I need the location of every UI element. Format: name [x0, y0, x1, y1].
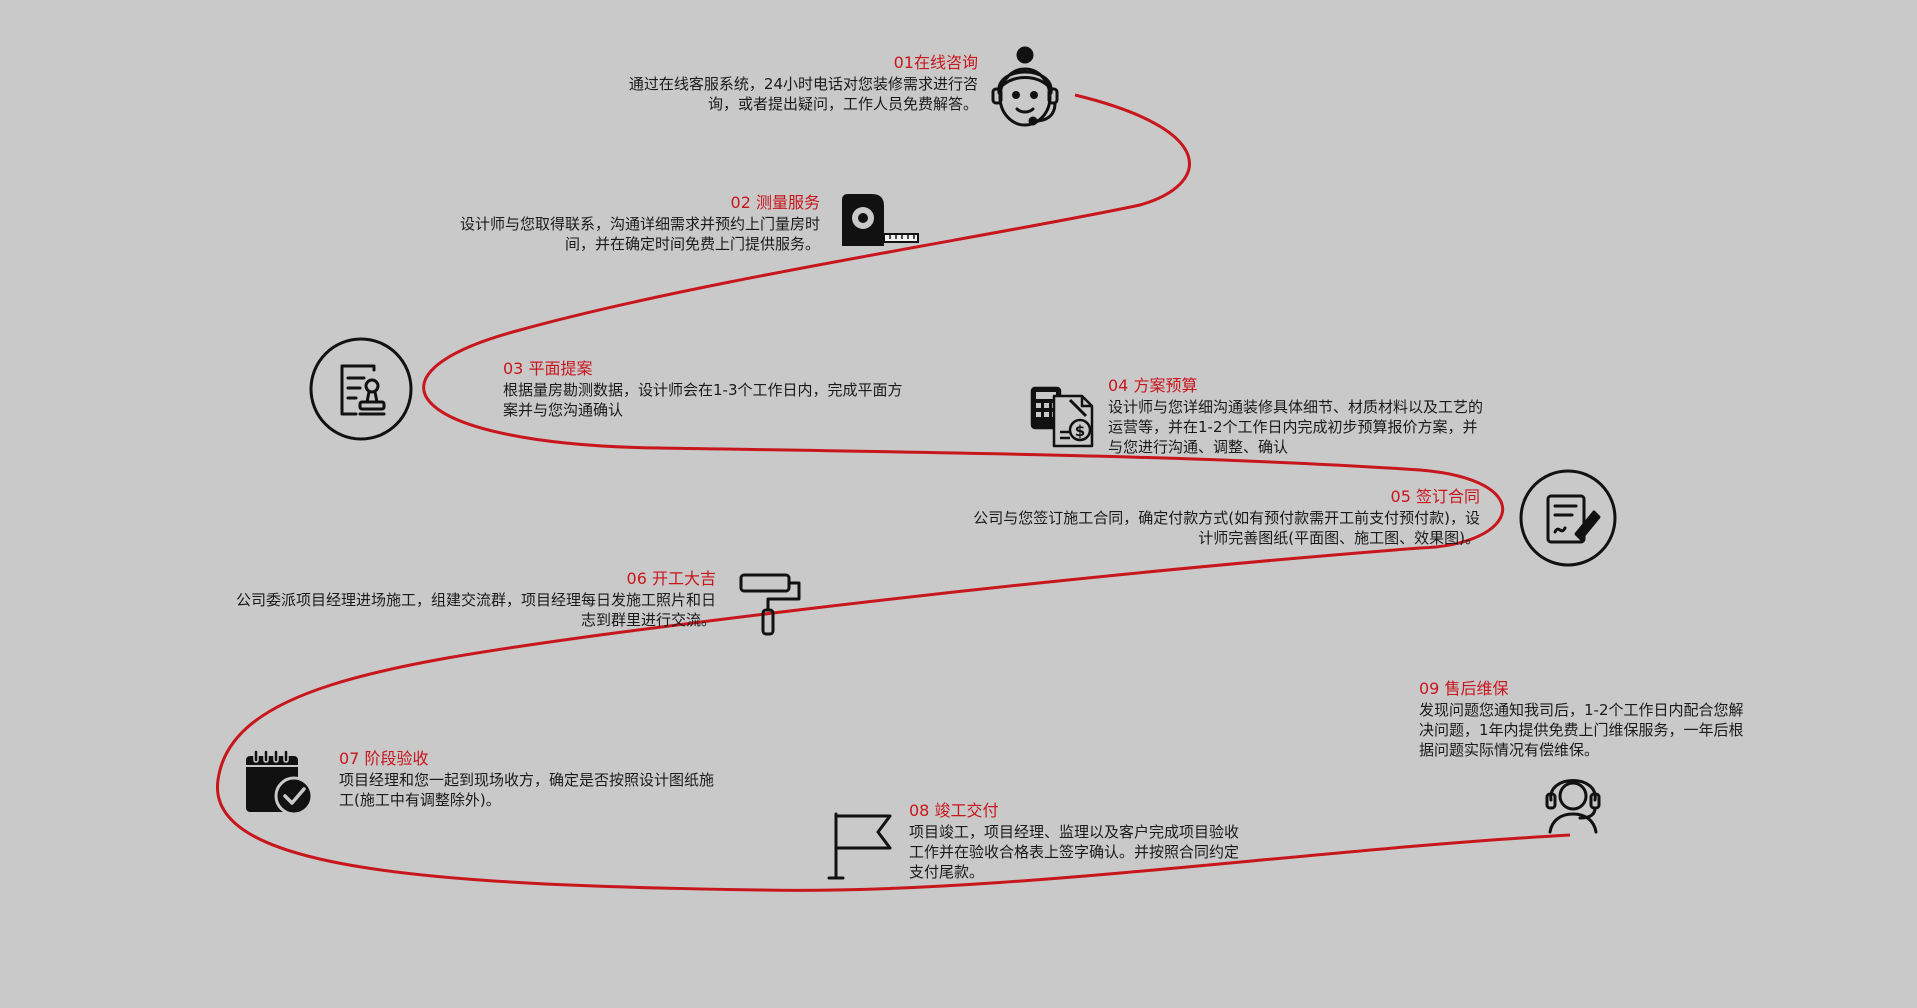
step-desc: 项目经理和您一起到现场收方，确定是否按照设计图纸施工(施工中有调整除外)。 — [339, 771, 715, 809]
step-desc: 设计师与您取得联系，沟通详细需求并预约上门量房时间，并在确定时间免费上门提供服务… — [459, 215, 820, 253]
step-01: 01在线咨询 通过在线客服系统，24小时电话对您装修需求进行咨询，或者提出疑问，… — [610, 52, 978, 114]
flag-icon — [826, 810, 896, 882]
step-title: 01在线咨询 — [893, 53, 978, 72]
step-desc: 发现问题您通知我司后，1-2个工作日内配合您解决问题，1年内提供免费上门维保服务… — [1419, 701, 1744, 759]
budget-calculator-icon: $ — [1030, 386, 1096, 448]
step-title: 02 测量服务 — [730, 193, 820, 212]
step-title: 09 售后维保 — [1419, 679, 1509, 698]
step-title: 08 竣工交付 — [909, 801, 999, 820]
document-stamp-icon — [308, 336, 414, 442]
step-title: 07 阶段验收 — [339, 749, 429, 768]
step-06: 06 开工大吉 公司委派项目经理进场施工，组建交流群，项目经理每日发施工照片和日… — [222, 568, 716, 630]
process-curve — [216, 93, 1571, 892]
contract-sign-icon — [1518, 468, 1618, 568]
calendar-check-icon — [244, 749, 316, 816]
step-02: 02 测量服务 设计师与您取得联系，沟通详细需求并预约上门量房时间，并在确定时间… — [440, 192, 820, 254]
headset-support-icon — [1540, 766, 1606, 834]
step-05: 05 签订合同 公司与您签订施工合同，确定付款方式(如有预付款需开工前支付预付款… — [972, 486, 1480, 548]
step-title: 06 开工大吉 — [626, 569, 716, 588]
step-desc: 公司与您签订施工合同，确定付款方式(如有预付款需开工前支付预付款)，设计师完善图… — [973, 509, 1480, 547]
step-desc: 公司委派项目经理进场施工，组建交流群，项目经理每日发施工照片和日志到群里进行交流… — [235, 591, 716, 629]
step-desc: 设计师与您详细沟通装修具体细节、材质材料以及工艺的运营等，并在1-2个工作日内完… — [1108, 398, 1484, 456]
step-09: 09 售后维保 发现问题您通知我司后，1-2个工作日内配合您解决问题，1年内提供… — [1419, 678, 1744, 760]
step-desc: 通过在线客服系统，24小时电话对您装修需求进行咨询，或者提出疑问，工作人员免费解… — [628, 75, 978, 113]
step-title: 05 签订合同 — [1390, 487, 1480, 506]
tape-measure-icon — [838, 190, 920, 250]
step-03: 03 平面提案 根据量房勘测数据，设计师会在1-3个工作日内，完成平面方案并与您… — [503, 358, 903, 420]
step-desc: 项目竣工，项目经理、监理以及客户完成项目验收工作并在验收合格表上签字确认。并按照… — [909, 823, 1240, 881]
svg-text:$: $ — [1075, 422, 1085, 440]
step-title: 03 平面提案 — [503, 359, 593, 378]
step-title: 04 方案预算 — [1108, 376, 1198, 395]
paint-roller-icon — [738, 572, 804, 636]
step-04: 04 方案预算 设计师与您详细沟通装修具体细节、材质材料以及工艺的运营等，并在1… — [1108, 375, 1488, 457]
step-desc: 根据量房勘测数据，设计师会在1-3个工作日内，完成平面方案并与您沟通确认 — [503, 381, 903, 419]
step-08: 08 竣工交付 项目竣工，项目经理、监理以及客户完成项目验收工作并在验收合格表上… — [909, 800, 1249, 882]
customer-service-icon — [985, 45, 1065, 130]
step-07: 07 阶段验收 项目经理和您一起到现场收方，确定是否按照设计图纸施工(施工中有调… — [339, 748, 719, 810]
